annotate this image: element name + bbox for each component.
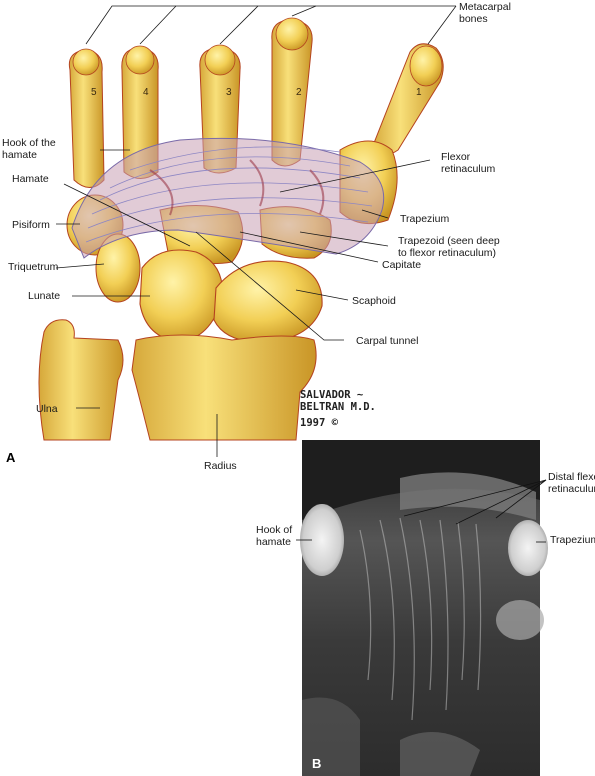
mri-trapezium bbox=[508, 520, 548, 576]
mri-hook-of-hamate bbox=[300, 504, 344, 576]
label-metacarpal-bones: Metacarpal bones bbox=[459, 1, 514, 25]
signature-line1: SALVADOR ~ bbox=[300, 389, 363, 401]
metacarpal-1 bbox=[371, 43, 444, 155]
metacarpal-4 bbox=[121, 45, 159, 179]
label-scaphoid: Scaphoid bbox=[352, 295, 396, 307]
radius-bone bbox=[131, 334, 317, 441]
scaphoid-bone bbox=[213, 260, 323, 343]
label-distal-line2: retinaculum bbox=[548, 483, 595, 495]
label-radius: Radius bbox=[204, 460, 237, 472]
ulna-bone bbox=[38, 319, 124, 441]
panel-b-label: B bbox=[312, 756, 321, 771]
label-trapezoid-line2: to flexor retinaculum) bbox=[398, 247, 496, 259]
label-b-trapezium: Trapezium bbox=[550, 534, 595, 546]
signature-line2: BELTRAN M.D. bbox=[300, 401, 376, 413]
label-flexor-retinaculum: Flexor retinaculum bbox=[441, 151, 496, 175]
panel-a-label: A bbox=[6, 450, 16, 465]
label-hook-of-the-hamate: Hook of the hamate bbox=[2, 137, 59, 161]
panel-a-illustration bbox=[38, 17, 444, 441]
label-capitate: Capitate bbox=[382, 259, 421, 271]
label-flexor-line1: Flexor bbox=[441, 151, 471, 163]
digit-4-number: 4 bbox=[143, 87, 149, 98]
label-trapezium: Trapezium bbox=[400, 213, 449, 225]
digit-3-number: 3 bbox=[226, 87, 232, 98]
panel-b-mri-image bbox=[300, 440, 548, 776]
metacarpal-5 bbox=[68, 48, 105, 188]
digit-1-number: 1 bbox=[416, 87, 422, 98]
label-lunate: Lunate bbox=[28, 290, 60, 302]
digit-5-number: 5 bbox=[91, 87, 97, 98]
label-distal-flexor-retinaculum: Distal flexor retinaculum bbox=[548, 471, 595, 495]
label-hook-line2: hamate bbox=[2, 149, 37, 161]
label-pisiform: Pisiform bbox=[12, 219, 50, 231]
label-triquetrum: Triquetrum bbox=[8, 261, 59, 273]
digit-2-number: 2 bbox=[296, 87, 302, 98]
label-b-hook-of-hamate: Hook of hamate bbox=[256, 524, 295, 548]
label-metacarpal-line1: Metacarpal bbox=[459, 1, 511, 13]
lunate-bone bbox=[139, 249, 224, 343]
label-distal-line1: Distal flexor bbox=[548, 471, 595, 483]
label-trapezoid: Trapezoid (seen deep to flexor retinacul… bbox=[398, 235, 503, 259]
label-hamate: Hamate bbox=[12, 173, 49, 185]
flexor-retinaculum bbox=[71, 137, 385, 259]
label-metacarpal-line2: bones bbox=[459, 13, 488, 25]
label-ulna: Ulna bbox=[36, 403, 58, 415]
panel-a-leader-lines bbox=[55, 5, 457, 457]
signature-line3: 1997 © bbox=[300, 417, 339, 429]
label-b-hook-line1: Hook of bbox=[256, 524, 292, 536]
panel-b-leader-lines bbox=[296, 479, 547, 543]
label-hook-line1: Hook of the bbox=[2, 137, 56, 149]
label-b-hook-line2: hamate bbox=[256, 536, 291, 548]
label-flexor-line2: retinaculum bbox=[441, 163, 496, 175]
label-trapezoid-line1: Trapezoid (seen deep bbox=[398, 235, 500, 247]
label-carpal-tunnel: Carpal tunnel bbox=[356, 335, 418, 347]
